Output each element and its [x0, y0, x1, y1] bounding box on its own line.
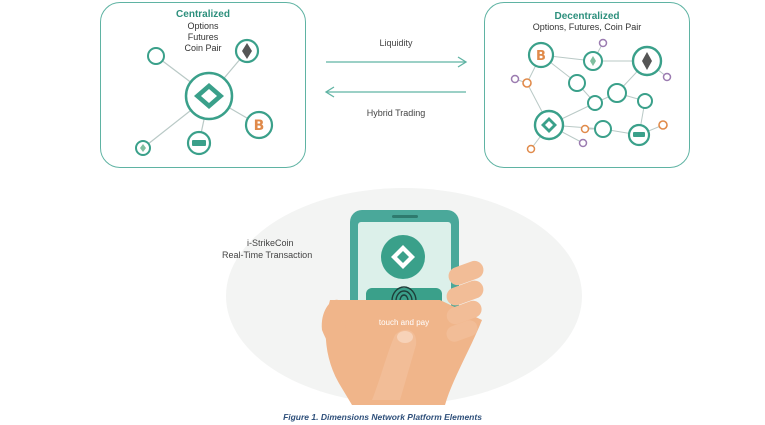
finger-1 — [448, 260, 484, 286]
bitcoin-icon: B — [536, 49, 546, 64]
phone-label-line2: Real-Time Transaction — [222, 250, 313, 260]
decentralized-network: B — [510, 38, 672, 154]
centralized-subtitle-options: Options — [187, 21, 219, 31]
empty-node — [147, 47, 165, 65]
small-node — [526, 144, 536, 154]
thumbnail — [397, 331, 413, 343]
decentralized-subtitle: Options, Futures, Coin Pair — [532, 22, 642, 32]
centralized-title: Centralized — [176, 9, 230, 20]
finger-4 — [446, 320, 478, 342]
finger-3 — [446, 300, 482, 325]
small-node — [578, 138, 588, 148]
empty-node — [594, 120, 612, 138]
decentralized-panel: Decentralized Options, Futures, Coin Pai… — [484, 2, 690, 168]
small-node — [658, 120, 668, 130]
istrikecoin-logo-icon — [194, 83, 224, 109]
empty-node — [587, 95, 603, 111]
centralized-subtitle-futures: Futures — [187, 32, 219, 42]
dash-icon — [192, 140, 206, 146]
bitcoin-node — [527, 41, 555, 69]
small-node — [510, 74, 520, 84]
decentralized-title: Decentralized — [554, 11, 620, 22]
hand-palm — [321, 299, 350, 370]
touch-and-pay-label: touch and pay — [378, 318, 430, 327]
neo-icon — [590, 56, 596, 66]
small-node — [522, 78, 532, 88]
empty-node — [607, 83, 627, 103]
figure-caption: Figure 1. Dimensions Network Platform El… — [283, 412, 482, 422]
bitcoin-node — [244, 110, 274, 140]
empty-node — [568, 74, 586, 92]
thumb — [372, 329, 417, 400]
bitcoin-icon: B — [254, 118, 265, 134]
phone-label-line1: i-StrikeCoin — [247, 238, 294, 248]
hybrid-trading-label: Hybrid Trading — [366, 108, 426, 118]
liquidity-label: Liquidity — [379, 38, 413, 48]
istrikecoin-logo-icon — [391, 245, 415, 269]
small-node — [662, 72, 672, 82]
centralized-subtitle-coinpair: Coin Pair — [184, 43, 222, 53]
phone-speaker — [392, 215, 418, 218]
small-node — [598, 38, 608, 48]
finger-2 — [446, 280, 484, 306]
ethereum-icon — [642, 52, 652, 70]
istrikecoin-logo-icon — [541, 117, 557, 133]
ethereum-icon — [242, 43, 252, 59]
neo-icon — [140, 144, 146, 152]
empty-node — [637, 93, 653, 109]
centralized-network: B — [135, 38, 274, 156]
centralized-panel: Centralized Options Futures Coin Pair B — [100, 2, 306, 168]
dash-icon — [633, 132, 645, 137]
small-node — [580, 124, 590, 134]
